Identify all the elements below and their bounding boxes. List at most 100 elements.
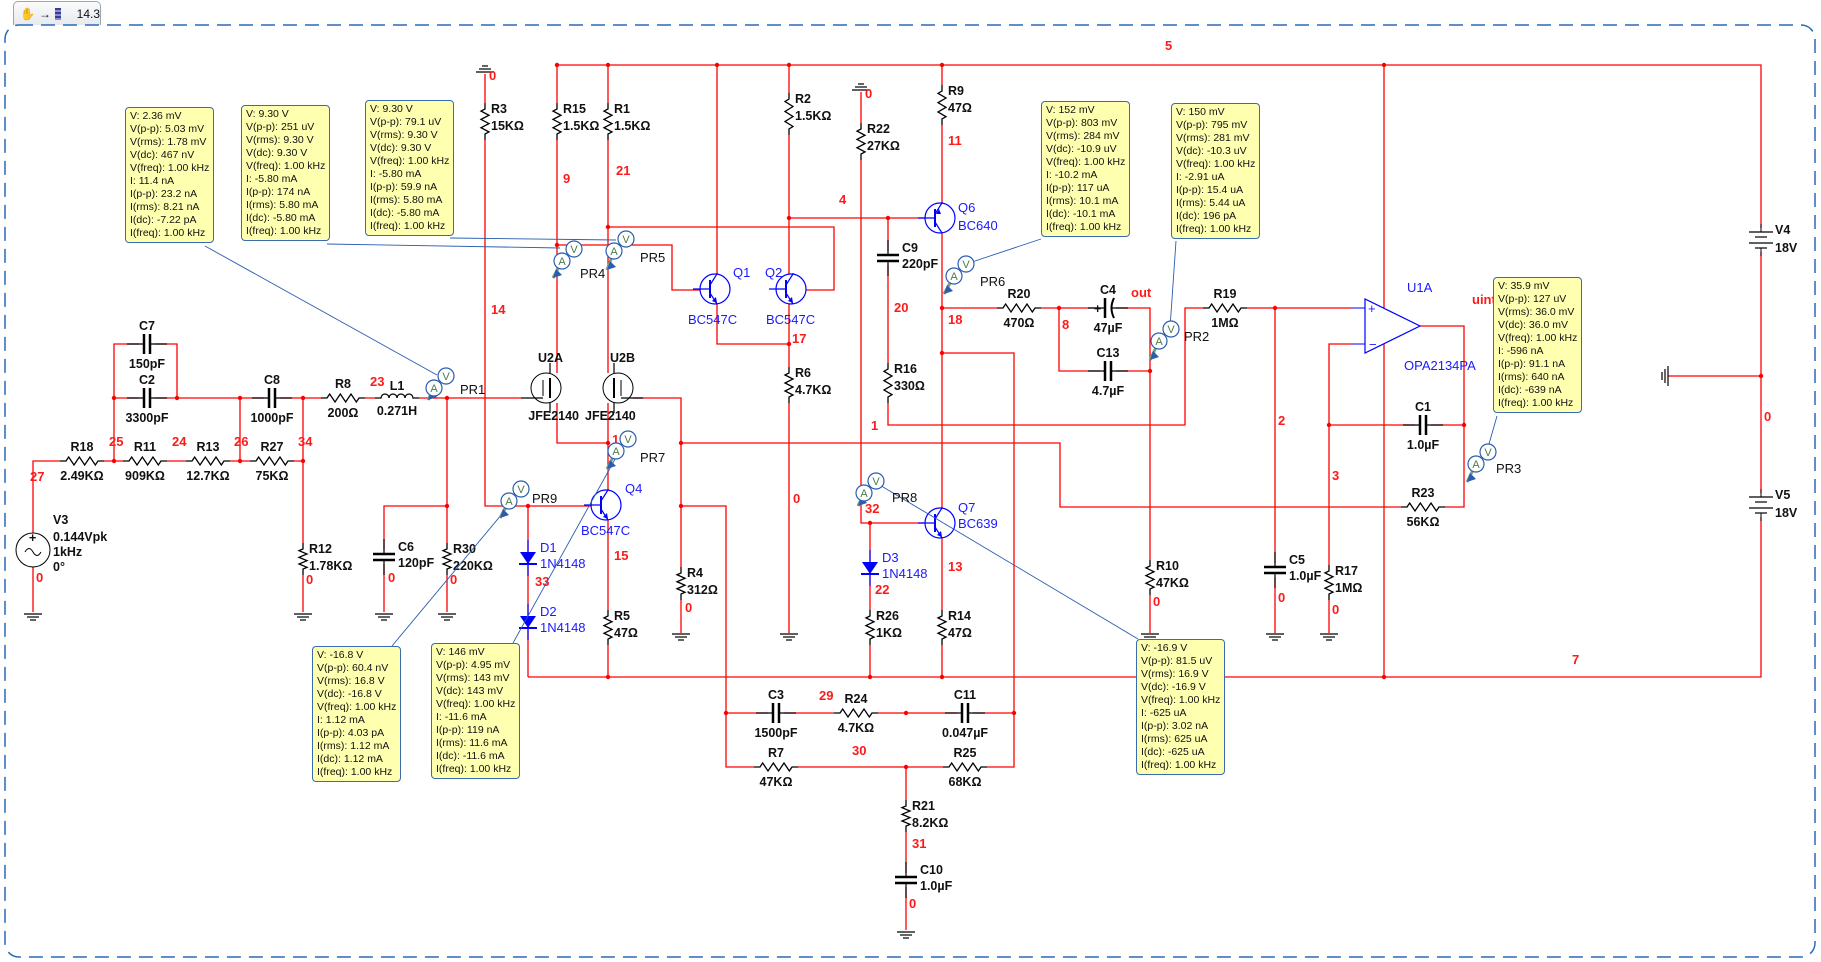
probe-reading: I(rms): 1.12 mA	[317, 740, 390, 752]
voltmeter-icon	[1479, 443, 1497, 461]
net-label: 0	[793, 491, 800, 506]
component-ref: R26	[876, 609, 899, 623]
inductor-l1[interactable]: L10.271H	[375, 379, 419, 418]
sheet-tab[interactable]: ✋ → 14.3	[13, 1, 101, 25]
component-value: 4.7KΩ	[795, 383, 831, 397]
resistor-r2[interactable]: R21.5KΩ	[783, 92, 831, 135]
probe-reading: V(rms): 9.30 V	[246, 134, 314, 146]
component-ref: U2A	[538, 351, 563, 365]
probe-reading: I(freq): 1.00 kHz	[130, 227, 206, 239]
probe-reading: V(rms): 9.30 V	[370, 129, 438, 141]
ground-icon	[672, 633, 690, 641]
ground-icon	[780, 633, 798, 641]
probe-reading: V(freq): 1.00 kHz	[370, 155, 450, 167]
junction-dot	[605, 440, 611, 446]
capacitor-c5[interactable]: C51.0µF	[1263, 552, 1322, 588]
component-ref: R9	[948, 84, 964, 98]
net-label: 0	[450, 572, 457, 587]
probe-reading: I: 11.4 nA	[130, 175, 175, 187]
resistor-body	[936, 610, 948, 645]
resistor-r1[interactable]: R11.5KΩ	[602, 102, 650, 140]
capacitor-c1[interactable]: C11.0µF	[1403, 400, 1443, 452]
probe-reading: V: -16.8 V	[317, 649, 364, 661]
net-label: 0	[1764, 409, 1771, 424]
probe-glyph: A	[860, 488, 868, 500]
net-label: 0	[36, 570, 43, 585]
component-value: 75KΩ	[256, 469, 289, 483]
junction-dot	[111, 395, 117, 401]
net-label: 13	[948, 559, 962, 574]
junction-dot	[1326, 422, 1332, 428]
resistor-r6[interactable]: R64.7KΩ	[783, 366, 831, 403]
